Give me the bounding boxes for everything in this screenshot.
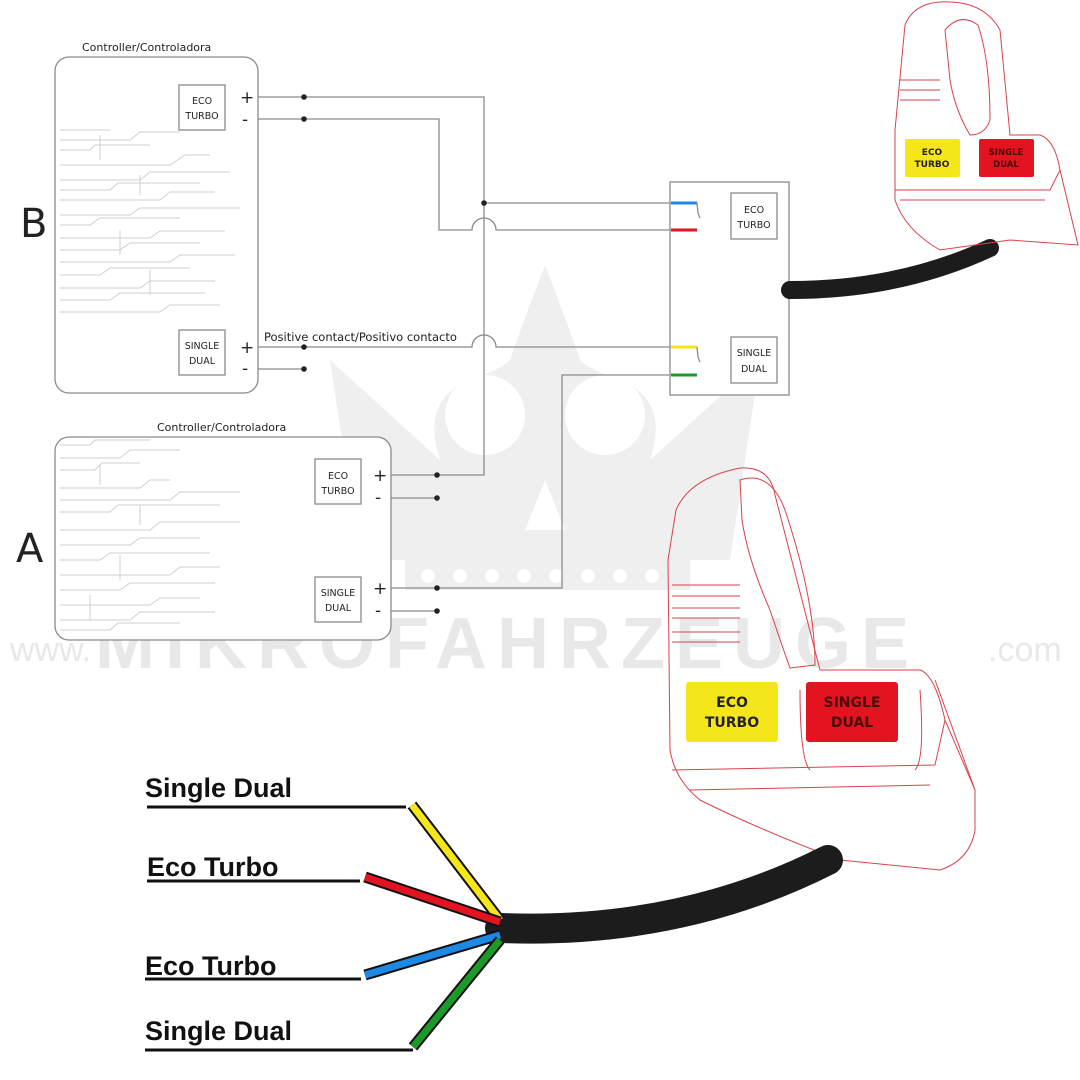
button-label-line1: ECO	[716, 695, 748, 711]
port-label-line1: SINGLE	[185, 341, 220, 352]
switch-box: ECO TURBO SINGLE DUAL	[669, 181, 790, 396]
wire-red	[363, 873, 502, 926]
port-label-line1: ECO	[192, 96, 212, 107]
port-label-line1: ECO	[744, 205, 764, 216]
wire-label-eco-turbo: Eco Turbo	[145, 951, 277, 981]
cable-small	[781, 239, 999, 299]
wire-eco-minus	[258, 118, 672, 231]
eco-turbo-button[interactable]	[686, 682, 778, 742]
switch-outline-icon	[667, 467, 976, 871]
port-eco-turbo	[314, 458, 362, 505]
port-label-line2: DUAL	[741, 364, 768, 375]
minus-sign: -	[242, 359, 248, 379]
watermark-crown-hole-left	[445, 375, 525, 455]
controller-letter: B	[20, 201, 47, 247]
watermark-dots	[421, 569, 659, 583]
watermark-crown-icon	[330, 265, 760, 560]
button-label-line2: TURBO	[915, 160, 950, 170]
controller-title: Controller/Controladora	[157, 421, 286, 434]
port-label-line1: ECO	[328, 471, 348, 482]
controller-a: A Controller/Controladora ECO TURBO + - …	[16, 421, 392, 641]
switch-port-single-dual	[730, 336, 778, 384]
button-label-line1: SINGLE	[989, 148, 1024, 158]
circuit-pattern-icon	[60, 439, 240, 631]
switch-outline-icon	[894, 1, 1079, 251]
minus-sign: -	[375, 601, 381, 621]
cable-large	[485, 845, 843, 944]
wire-green	[410, 937, 503, 1050]
junction-dots	[301, 94, 487, 614]
single-dual-button[interactable]	[806, 682, 898, 742]
watermark-crown-hole-right	[565, 375, 645, 455]
minus-sign: -	[242, 110, 248, 130]
wire-label-single-dual: Single Dual	[145, 773, 292, 803]
port-label-line1: SINGLE	[321, 588, 356, 599]
port-label-line2: TURBO	[184, 111, 218, 122]
button-label-line2: DUAL	[993, 160, 1019, 170]
port-label-line2: DUAL	[189, 356, 216, 367]
wire-label-single-dual: Single Dual	[145, 1016, 292, 1046]
positive-contact-label: Positive contact/Positivo contacto	[264, 330, 457, 344]
plus-sign: +	[240, 338, 254, 358]
circuit-pattern-icon	[60, 129, 240, 313]
controller-letter: A	[16, 526, 44, 572]
controller-title: Controller/Controladora	[82, 41, 211, 54]
port-single-dual	[314, 576, 362, 623]
plus-sign: +	[240, 88, 254, 108]
watermark-suffix: .com	[988, 631, 1062, 669]
wire-label-eco-turbo: Eco Turbo	[147, 852, 279, 882]
wire-blue	[364, 931, 501, 979]
wire-legend: Single Dual Eco Turbo Eco Turbo Single D…	[145, 773, 505, 1052]
button-label-line2: TURBO	[705, 715, 759, 731]
wiring: Positive contact/Positivo contacto	[258, 94, 672, 614]
port-single-dual	[178, 329, 226, 376]
plus-sign: +	[373, 466, 387, 486]
minus-sign: -	[375, 488, 381, 508]
switch-contact-icon	[696, 202, 701, 219]
wire-yellow	[409, 802, 503, 923]
switch-port-eco-turbo	[730, 192, 778, 240]
controller-b: B Controller/Controladora ECO TURBO + - …	[20, 41, 259, 394]
watermark-bar	[405, 560, 690, 590]
button-label-line1: SINGLE	[824, 695, 881, 711]
switch-device-small: ECO TURBO SINGLE DUAL	[781, 1, 1079, 299]
controller-body	[54, 56, 259, 394]
plus-sign: +	[373, 579, 387, 599]
switch-device-large: ECO TURBO SINGLE DUAL	[485, 467, 976, 944]
watermark-crown-triangle	[525, 480, 565, 530]
button-label-line1: ECO	[922, 148, 943, 158]
port-label-line2: TURBO	[320, 486, 354, 497]
port-label-line1: SINGLE	[737, 348, 772, 359]
wire-green-link	[391, 374, 672, 589]
port-label-line2: TURBO	[736, 220, 770, 231]
wire-positive-contact	[258, 334, 672, 348]
port-label-line2: DUAL	[325, 603, 352, 614]
button-label-line2: DUAL	[831, 715, 873, 731]
port-eco-turbo	[178, 84, 226, 131]
switch-contact-icon	[696, 346, 701, 363]
single-dual-button[interactable]	[979, 139, 1034, 177]
eco-turbo-button[interactable]	[905, 139, 960, 177]
